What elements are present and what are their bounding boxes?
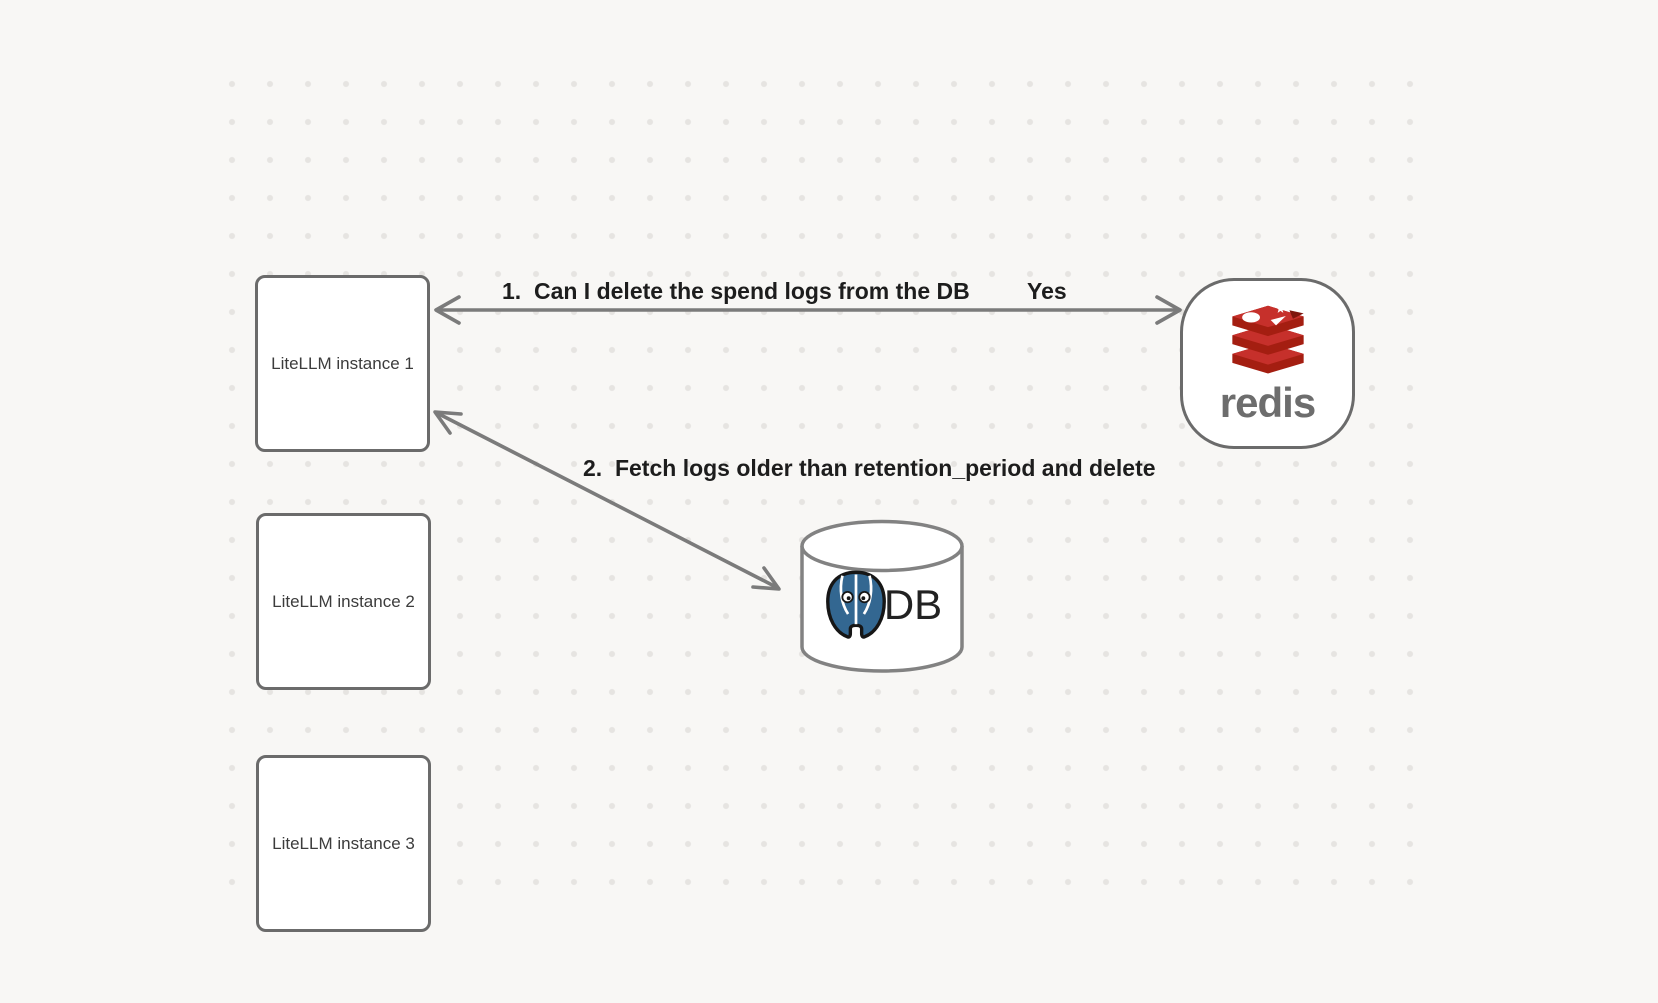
db-node-label: DB [883,581,943,628]
edge-instance1-db[interactable] [433,410,781,591]
db-node-content: DB [799,570,965,640]
arrowhead-box-end-icon [433,410,463,435]
redis-logo-icon [1231,303,1304,374]
edge1-response-label: Yes [1027,278,1067,304]
node-redis[interactable]: redis [1180,278,1355,449]
edge2-label: 2. Fetch logs older than retention_perio… [583,455,1156,481]
arrowhead-right-icon [1155,295,1182,325]
node-label: LiteLLM instance 2 [272,591,415,611]
node-litellm-instance-2[interactable]: LiteLLM instance 2 [256,513,431,690]
node-litellm-instance-3[interactable]: LiteLLM instance 3 [256,755,431,932]
arrowhead-left-icon [434,295,461,325]
edge-instance1-redis[interactable] [434,295,1182,325]
postgresql-elephant-icon [825,570,886,639]
node-label: LiteLLM instance 3 [272,833,415,853]
redis-wordmark: redis [1219,378,1316,426]
node-litellm-instance-1[interactable]: LiteLLM instance 1 [255,275,430,452]
edge1-label: 1. Can I delete the spend logs from the … [502,278,970,304]
node-db[interactable]: DB [799,518,965,675]
arrowhead-db-end-icon [751,566,781,591]
node-label: LiteLLM instance 1 [271,353,414,373]
